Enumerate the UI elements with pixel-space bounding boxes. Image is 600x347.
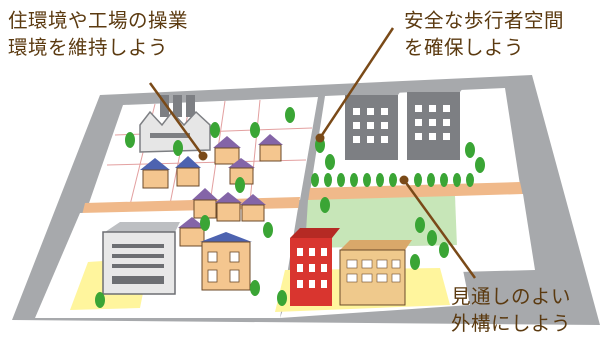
houses <box>140 134 283 291</box>
apartment-building <box>102 222 180 295</box>
caption-pedestrian-space: 安全な歩行者空間 を確保しよう <box>404 7 564 61</box>
green-space <box>305 196 458 248</box>
caption-line: 住環境や工場の操業 <box>8 9 189 32</box>
caption-line: 見通しのよい <box>451 285 572 308</box>
caption-line: 環境を維持しよう <box>8 36 169 59</box>
trees <box>95 107 485 308</box>
caption-line: を確保しよう <box>404 36 525 59</box>
leader-dots <box>198 133 409 185</box>
caption-living-environment: 住環境や工場の操業 環境を維持しよう <box>8 7 188 61</box>
caption-line: 外構にしよう <box>451 312 572 335</box>
beige-building <box>339 240 412 306</box>
leader-lines <box>148 27 477 279</box>
red-building <box>290 228 340 306</box>
caption-open-exterior: 見通しのよい 外構にしよう <box>451 283 571 337</box>
caption-line: 安全な歩行者空間 <box>404 9 565 32</box>
office-towers <box>345 82 468 160</box>
